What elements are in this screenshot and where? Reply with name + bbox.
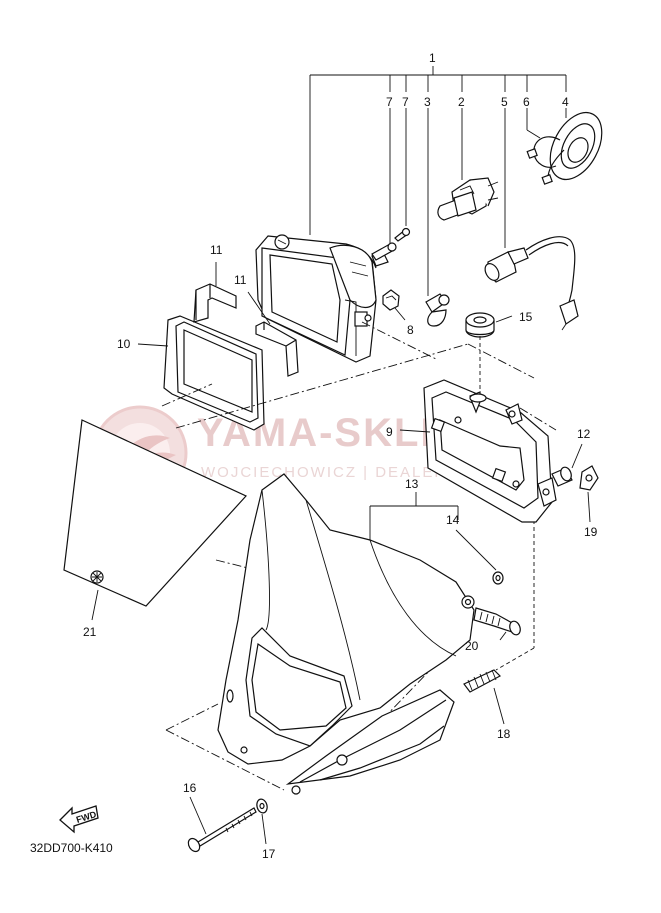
- clip-8: [382, 289, 406, 321]
- bolt-20: [473, 607, 521, 641]
- callout-15: 15: [519, 310, 533, 324]
- callout-8: 8: [407, 323, 414, 337]
- callout-6: 6: [523, 95, 530, 109]
- lower-fairing: [285, 689, 455, 795]
- headlight-unit: [255, 234, 389, 363]
- socket-wire-6: [526, 108, 541, 139]
- callout-21: 21: [83, 625, 97, 639]
- screw-7b: [394, 108, 411, 242]
- callout-9: 9: [386, 425, 393, 439]
- callout-labels: 1 2 3 4 5 6 7 7 8 9 10 11 11 12 13 14 15…: [83, 51, 598, 861]
- fwd-arrow-icon: FWD: [59, 805, 99, 834]
- callout-12: 12: [577, 427, 591, 441]
- callout-5: 5: [501, 95, 508, 109]
- assembly-bracket-1: [309, 66, 567, 235]
- callout-7b: 7: [402, 95, 409, 109]
- spring-18: [463, 669, 505, 725]
- socket-cord: [484, 108, 579, 331]
- side-panel-21: [63, 419, 247, 621]
- callout-2: 2: [458, 95, 465, 109]
- washer-14: [455, 529, 504, 585]
- seal-strip-11b: [247, 291, 299, 377]
- screw-7a: [371, 108, 397, 261]
- cover-bracket-13: [369, 492, 459, 540]
- callout-11b: 11: [234, 273, 247, 287]
- callout-7a: 7: [386, 95, 393, 109]
- callout-4: 4: [562, 95, 569, 109]
- bolt-16: [187, 796, 257, 853]
- callout-18: 18: [497, 727, 511, 741]
- callout-14: 14: [446, 513, 460, 527]
- bulb-socket-cover: [526, 108, 603, 185]
- headlight-bulb: [437, 108, 499, 221]
- grommet-15: [465, 312, 513, 394]
- diagram-code: 32DD700-K410: [30, 841, 113, 855]
- nut-19: [579, 465, 599, 523]
- callout-20: 20: [465, 639, 479, 653]
- callout-3: 3: [424, 95, 431, 109]
- callout-1: 1: [429, 51, 436, 65]
- seal-strip-11a: [193, 262, 237, 323]
- callout-19: 19: [584, 525, 598, 539]
- callout-16: 16: [183, 781, 197, 795]
- callout-13: 13: [405, 477, 419, 491]
- callout-17: 17: [262, 847, 276, 861]
- headlight-cover: [217, 473, 475, 765]
- headlight-bracket: [399, 379, 557, 523]
- callout-11a: 11: [210, 243, 223, 257]
- screw-12: [551, 443, 583, 487]
- callout-10: 10: [117, 337, 131, 351]
- position-bulb: [425, 108, 450, 327]
- seal-frame-10: [137, 315, 265, 431]
- washer-17: [256, 798, 268, 845]
